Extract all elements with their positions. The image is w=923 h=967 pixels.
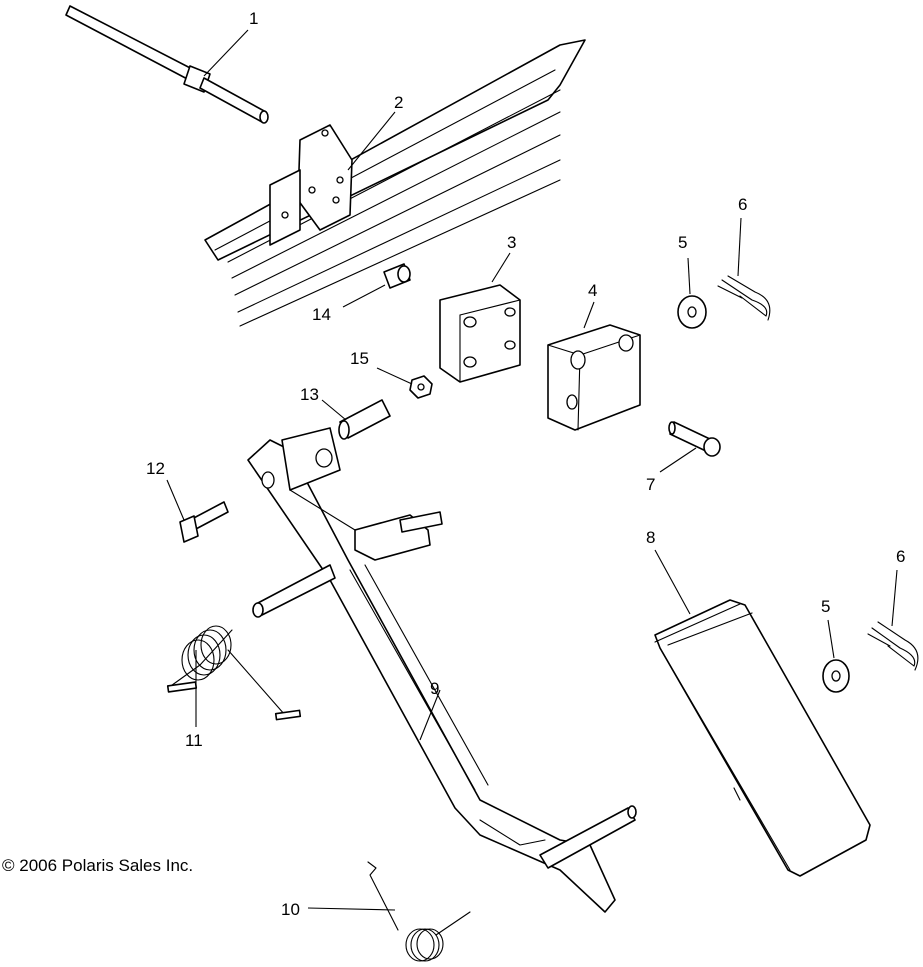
copyright-notice: © 2006 Polaris Sales Inc.: [2, 856, 194, 875]
part-6-hairpin-clip-lower: [867, 621, 919, 671]
callout-6-lower: 6: [896, 547, 905, 566]
part-14-small-bushing: [383, 263, 411, 289]
part-6-hairpin-clip-upper: [717, 275, 771, 321]
part-15-nut: [409, 375, 433, 399]
part-3-bracket: [439, 284, 521, 383]
leader-lines: [166, 29, 898, 911]
callout-1: 1: [249, 9, 258, 28]
part-8-pedal-pad: [654, 599, 871, 877]
callout-8: 8: [646, 528, 655, 547]
part-4-block: [547, 324, 641, 431]
callout-5-lower: 5: [821, 597, 830, 616]
callout-12: 12: [146, 459, 165, 478]
part-12-bolt: [179, 501, 229, 543]
callout-7: 7: [646, 475, 655, 494]
part-9-pedal-arm: [247, 427, 637, 913]
part-10-small-spring: [367, 861, 471, 962]
callout-10: 10: [281, 900, 300, 919]
callout-2: 2: [394, 93, 403, 112]
part-11-torsion-spring: [166, 625, 302, 721]
callout-labels: 1 2 3 4 5 6 7 8 9 10 11 12 13 14 15 5 6: [146, 9, 905, 919]
callout-14: 14: [312, 305, 331, 324]
part-2-mounting-rail: [204, 39, 586, 327]
part-1-rod: [65, 5, 269, 124]
callout-15: 15: [350, 349, 369, 368]
callout-9: 9: [430, 679, 439, 698]
callout-11: 11: [185, 731, 203, 750]
callout-4: 4: [588, 281, 597, 300]
callout-6-upper: 6: [738, 195, 747, 214]
part-7-pin: [668, 421, 721, 457]
part-5-washer-upper: [677, 295, 707, 329]
callout-5-upper: 5: [678, 233, 687, 252]
callout-3: 3: [507, 233, 516, 252]
part-5-washer-lower: [822, 659, 850, 693]
callout-13: 13: [300, 385, 319, 404]
part-13-bushing: [338, 399, 391, 440]
